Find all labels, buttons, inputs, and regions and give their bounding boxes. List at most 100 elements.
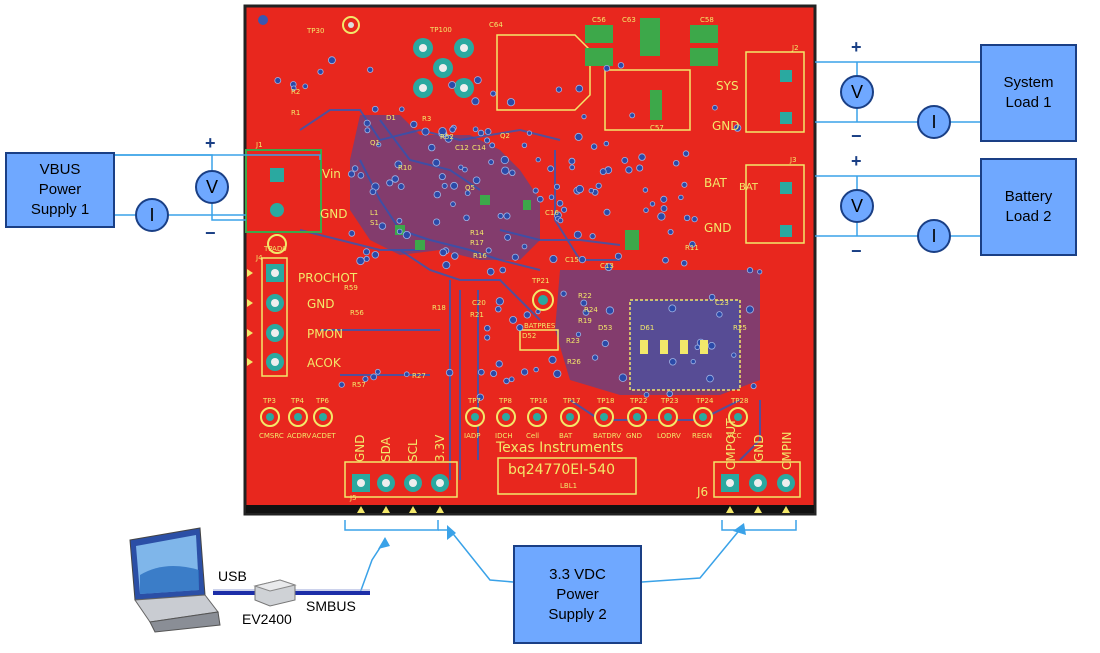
via [508,376,515,383]
refdes-label: C23 [715,299,729,307]
testpoint-label: ACDRV [287,432,311,440]
via [746,267,754,274]
testpoint-id: TP8 [498,397,512,405]
vbus-minus-sign: − [205,223,216,243]
via [477,368,485,376]
via [391,175,399,183]
via [712,104,718,111]
via [364,127,371,134]
j5-pin-3v3: 3.3V [433,434,447,462]
via [581,114,587,120]
testpoint-id: TP22 [629,397,647,405]
silkscreen-outlines [245,34,805,498]
via [403,371,410,378]
testpoint-label: GND [626,432,642,440]
testpoint-id: TP4 [290,397,304,405]
j4-ref: J4 [255,254,263,262]
refdes-label: C56 [592,16,606,24]
via [370,373,378,381]
via [362,248,370,256]
refdes-label: R1 [291,109,300,117]
via [614,252,622,260]
via [569,164,575,171]
j5-pin-sda: SDA [379,436,393,462]
j3-gnd-label: GND [704,221,732,235]
via [362,375,369,382]
via [601,339,609,348]
via [472,126,479,133]
via [733,124,742,132]
via [556,200,564,207]
via [374,368,381,375]
via [503,377,510,385]
via [402,230,411,239]
vbus-voltmeter: V [195,170,229,204]
refdes-label: R19 [578,317,592,325]
via [568,157,576,165]
vin-label: Vin [322,167,341,181]
refdes-label: R26 [567,358,581,366]
refdes-label: R52 [440,133,454,141]
via [582,308,590,316]
mount-hole [258,15,268,25]
via [506,98,516,107]
refdes-label: R18 [432,304,446,312]
via [573,230,582,239]
via [369,188,377,196]
via [428,143,436,152]
via [548,194,555,200]
refdes-label: C12 [455,144,469,152]
via [472,176,481,185]
via [449,126,456,133]
via [371,105,379,113]
refdes-label: R2 [291,88,300,96]
via [682,150,690,157]
lbl1-label: LBL1 [560,482,577,490]
via [503,212,511,220]
via [442,261,451,270]
j6-pin-cmpin: CMPIN [780,432,794,470]
silkscreen-text: Vin GND SYS GND BAT BAT GND J1 J2 J3 J4 … [255,26,799,502]
refdes-label: R21 [470,311,484,319]
via [603,65,611,72]
via [521,243,528,250]
part-number-label: bq24770EI-540 [508,462,615,478]
via [532,187,539,194]
refdes-label: R57 [352,381,366,389]
via [433,190,441,199]
testpoint-id: TP24 [695,397,714,405]
via [432,158,441,167]
via [643,207,649,213]
via [509,315,517,324]
sys-label: SYS [716,79,739,93]
via [499,266,507,274]
testpoint-label: BATDRV [593,432,621,440]
j4-pin-pmon: PMON [307,327,343,341]
battery-voltmeter: V [840,189,874,223]
via [706,374,714,383]
refdes-label: C14 [472,144,486,152]
j6-ref: J6 [696,485,708,499]
ev2400-label: EV2400 [242,611,292,627]
refdes-label: R16 [473,252,487,260]
via [553,369,562,378]
via [548,355,557,364]
via [485,247,492,254]
bat2-label: BAT [739,182,759,193]
via [490,90,497,97]
via [521,142,528,148]
via [471,97,480,106]
via [439,248,448,257]
vbus-plus-sign: + [205,133,216,153]
tp21-label: TP21 [531,277,549,285]
testpoint-id: TP7 [467,397,481,405]
j2-ref: J2 [791,44,799,52]
via [464,190,471,197]
via [477,129,485,137]
pcb-board [243,4,817,516]
smbus-label: SMBUS [306,598,356,614]
via [649,201,656,207]
via [396,217,403,224]
system-ammeter: I [917,105,951,139]
refdes-label: C64 [489,21,503,29]
